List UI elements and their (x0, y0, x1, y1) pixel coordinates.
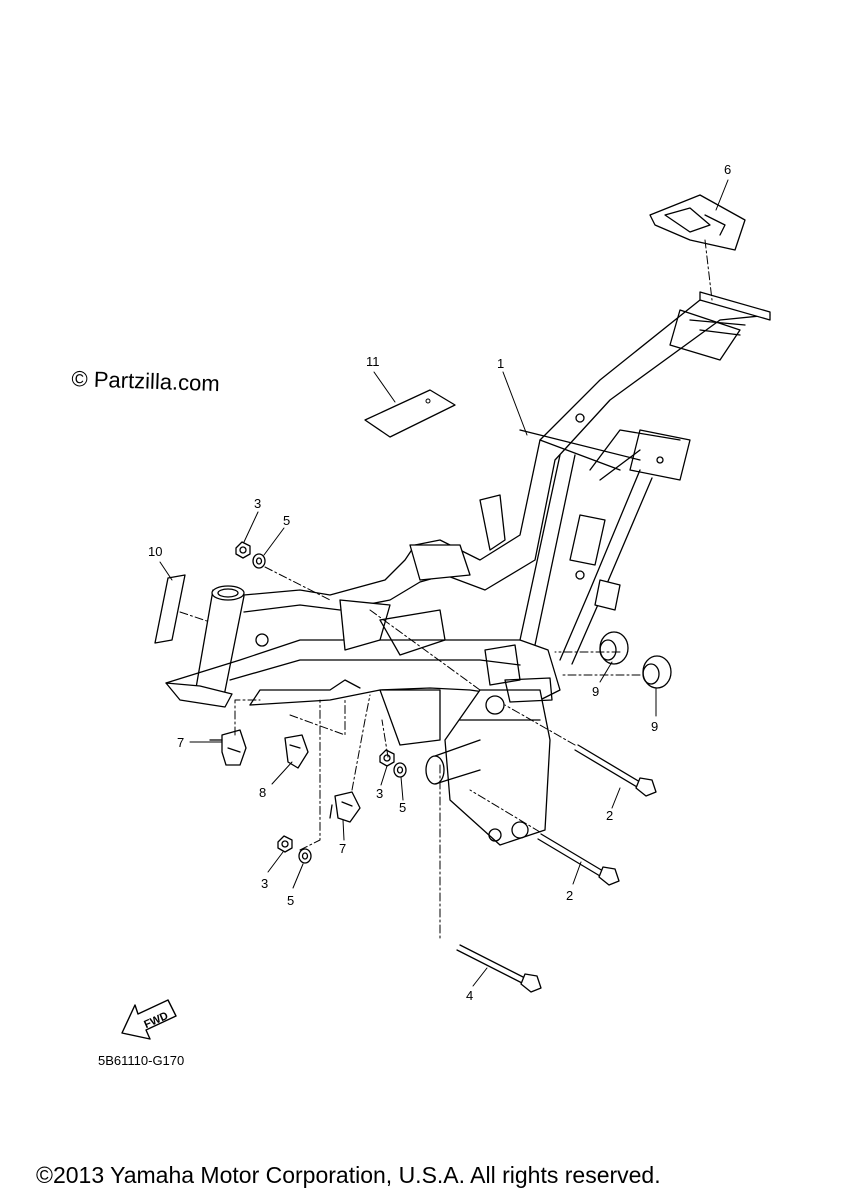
nut-3c (277, 835, 293, 853)
leader-lines (159, 179, 729, 987)
fwd-arrow-icon: FWD (121, 999, 177, 1040)
callouts: 6 1 11 10 3 5 7 8 3 5 7 3 5 9 9 2 2 4 (148, 162, 731, 1003)
callout-11: 11 (366, 354, 380, 369)
washer-5a (252, 553, 266, 569)
label-part-11 (364, 389, 456, 438)
nut-3b (379, 749, 395, 767)
callout-2b: 2 (566, 888, 573, 903)
bolt-4 (456, 944, 542, 993)
watermark-text: © Partzilla.com (71, 366, 221, 397)
washer-5c (298, 848, 312, 864)
callout-3c: 3 (261, 876, 268, 891)
callout-7a: 7 (177, 735, 184, 750)
diagram-code: 5B61110-G170 (98, 1053, 185, 1068)
bushing-9a (599, 631, 629, 665)
callout-3b: 3 (376, 786, 383, 801)
callout-7b: 7 (339, 841, 346, 856)
callout-9b: 9 (651, 719, 658, 734)
callout-1: 1 (497, 356, 504, 371)
bushing-9b (642, 655, 672, 689)
callout-5c: 5 (287, 893, 294, 908)
label-part-10 (154, 574, 186, 644)
callout-2a: 2 (606, 808, 613, 823)
guide-lines (179, 239, 713, 941)
main-frame (165, 291, 771, 846)
callout-5b: 5 (399, 800, 406, 815)
nut-3a (235, 541, 251, 559)
rear-plate-part (649, 194, 746, 251)
bolt-2a (574, 744, 657, 797)
clamp-7a (209, 729, 247, 766)
callout-4: 4 (466, 988, 473, 1003)
callout-8: 8 (259, 785, 266, 800)
copyright-notice: ©2013 Yamaha Motor Corporation, U.S.A. A… (36, 1162, 661, 1188)
clamp-7b (329, 791, 361, 823)
bolt-2b (537, 833, 620, 886)
callout-6: 6 (724, 162, 731, 177)
callout-3a: 3 (254, 496, 261, 511)
clamp-8 (284, 734, 309, 769)
callout-10: 10 (148, 544, 162, 559)
callout-9a: 9 (592, 684, 599, 699)
callout-5a: 5 (283, 513, 290, 528)
washer-5b (393, 762, 407, 778)
